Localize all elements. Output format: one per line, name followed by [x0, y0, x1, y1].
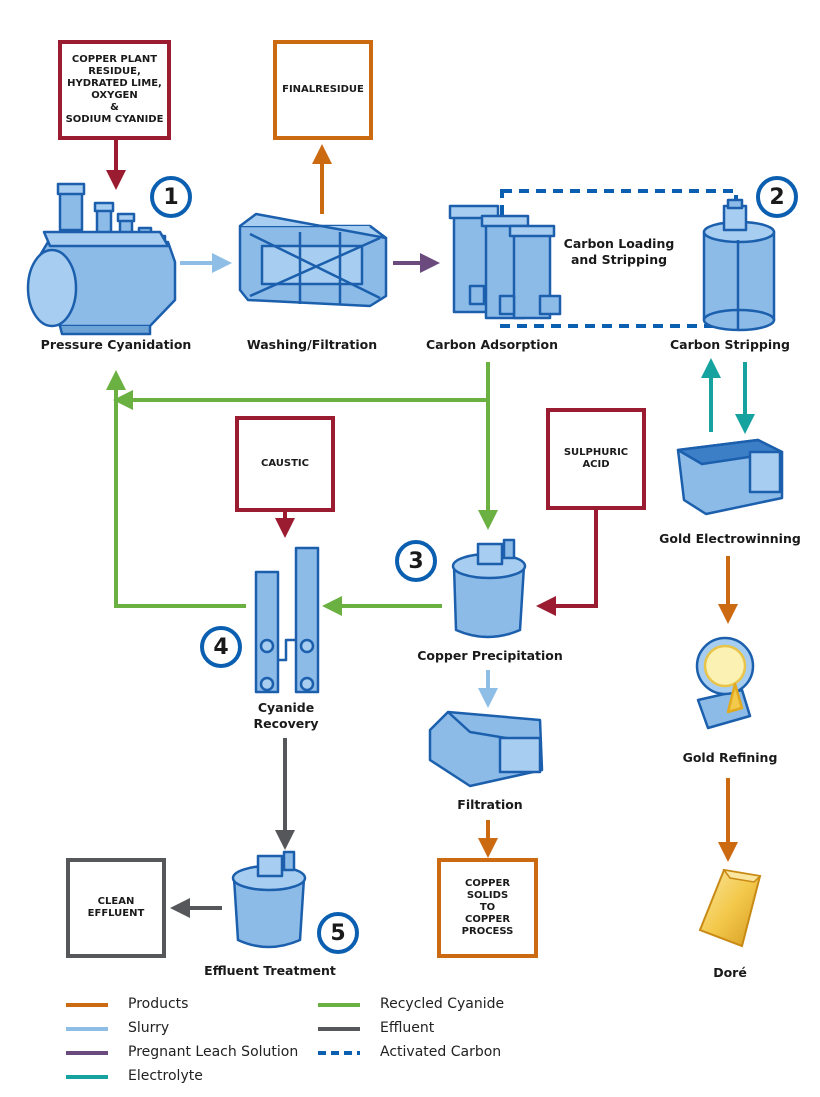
pressure-cyanidation-label: Pressure Cyanidation	[40, 337, 192, 352]
copper-precipitation-label: Copper Precipitation	[417, 648, 563, 663]
copper-plant-line-1: COPPER PLANT	[71, 54, 158, 65]
copper-solids-line-1: COPPER SOLIDS	[464, 878, 511, 901]
carbon-loading-line-1: Carbon Loading	[563, 236, 675, 251]
carbon-stripping-label: Carbon Stripping	[669, 337, 790, 352]
arrow-adsorption-to-cyanidation	[113, 362, 490, 410]
copper-plant-input-box: COPPER PLANT RESIDUE, HYDRATED LIME, OXY…	[58, 40, 171, 140]
adsorption-columns-icon	[448, 204, 562, 320]
cyanide-recovery-label: Cyanide Recovery	[186, 700, 386, 732]
precipitation-tank-icon	[451, 538, 527, 639]
copper-plant-line-2: RESIDUE,	[88, 66, 141, 77]
carbon-adsorption-label: Carbon Adsorption	[425, 337, 559, 352]
recovery-towers-icon	[254, 546, 320, 694]
refining-crucible-icon	[695, 636, 755, 730]
sulphuric-input-box: SULPHURIC ACID	[546, 408, 646, 510]
legend-lines	[66, 1003, 360, 1079]
caustic-label: CAUSTIC	[261, 458, 309, 469]
arrow-sulphuric-to-precipitation	[536, 510, 598, 616]
legend-item-effluent: Effluent	[380, 1020, 435, 1036]
copper-plant-line-5: &	[110, 102, 119, 113]
dore-label: Doré	[713, 965, 747, 980]
sulphuric-line-2: ACID	[582, 459, 610, 470]
stripping-tank-icon	[702, 198, 776, 332]
carbon-loading-line-2: and Stripping	[570, 252, 668, 267]
step-badge-3: 3	[395, 540, 437, 582]
arrow-recovery-to-cyanidation	[106, 370, 246, 608]
legend-item-electrolyte: Electrolyte	[128, 1068, 203, 1084]
treatment-tank-icon	[231, 850, 307, 949]
carbon-loading-label: Carbon Loading and Stripping	[554, 236, 684, 268]
gold-electrowinning-label: Gold Electrowinning	[659, 531, 801, 546]
step-badge-1: 1	[150, 176, 192, 218]
cyanide-recovery-line-2: Recovery	[253, 716, 319, 731]
electrowinning-cell-icon	[676, 438, 784, 516]
caustic-input-box: CAUSTIC	[235, 416, 335, 512]
washing-filtration-label: Washing/Filtration	[246, 337, 378, 352]
final-residue-box: FINALRESIDUE	[273, 40, 373, 140]
autoclave-icon	[26, 182, 177, 336]
legend-item-pregnant: Pregnant Leach Solution	[128, 1044, 299, 1060]
dore-bar-icon	[698, 868, 762, 948]
step-badge-2: 2	[756, 176, 798, 218]
copper-plant-line-4: OXYGEN	[91, 90, 138, 101]
gold-refining-label: Gold Refining	[682, 750, 778, 765]
sulphuric-line-1: SULPHURIC	[563, 447, 629, 458]
clean-effluent-box: CLEAN EFFLUENT	[66, 858, 166, 958]
copper-solids-line-3: COPPER PROCESS	[461, 914, 514, 937]
final-residue-label: FINALRESIDUE	[282, 84, 364, 95]
legend-item-recycled: Recycled Cyanide	[380, 996, 505, 1012]
filter-skid-icon	[238, 212, 388, 308]
step-badge-4: 4	[200, 626, 242, 668]
filter-press-icon	[428, 710, 544, 788]
step-badge-5: 5	[317, 912, 359, 954]
clean-effluent-line-1: CLEAN	[97, 896, 135, 907]
effluent-treatment-label: Effluent Treatment	[204, 963, 336, 978]
copper-plant-line-3: HYDRATED LIME,	[67, 78, 162, 89]
copper-solids-box: COPPER SOLIDS TO COPPER PROCESS	[437, 858, 538, 958]
clean-effluent-line-2: EFFLUENT	[87, 908, 145, 919]
copper-solids-line-2: TO	[479, 902, 496, 913]
flow-arrows	[106, 140, 755, 918]
legend-item-activated: Activated Carbon	[380, 1044, 502, 1060]
cyanide-recovery-line-1: Cyanide	[257, 700, 315, 715]
copper-plant-line-6: SODIUM CYANIDE	[65, 114, 164, 125]
filtration-label: Filtration	[457, 797, 523, 812]
legend-item-products: Products	[128, 996, 189, 1012]
legend-item-slurry: Slurry	[128, 1020, 170, 1036]
